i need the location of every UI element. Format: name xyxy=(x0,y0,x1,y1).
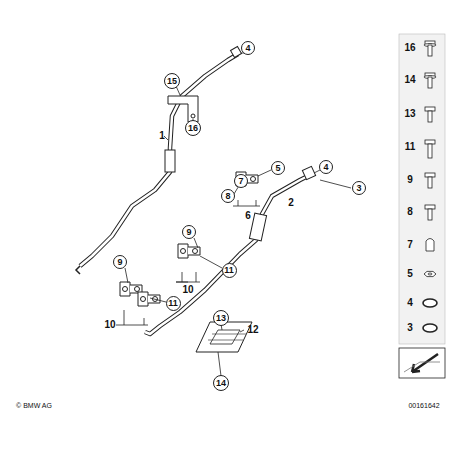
parts-list-number: 5 xyxy=(407,269,413,279)
parts-list-number: 14 xyxy=(404,75,415,85)
parts-list-number: 4 xyxy=(407,298,413,308)
callout-number: 9 xyxy=(186,228,191,237)
parts-list-number: 3 xyxy=(407,323,413,333)
callout-number: 4 xyxy=(323,163,328,172)
part-number: 2 xyxy=(288,198,294,208)
parts-list-number: 7 xyxy=(407,240,413,250)
callout-circle: 13 xyxy=(213,310,229,326)
callout-circle: 8 xyxy=(221,189,235,203)
callout-number: 5 xyxy=(275,164,280,173)
diagram-id: 00161642 xyxy=(408,402,439,409)
callout-number: 3 xyxy=(356,184,361,193)
callout-number: 15 xyxy=(167,77,177,86)
callout-circle: 9 xyxy=(182,225,196,239)
callout-number: 8 xyxy=(225,192,230,201)
part-number: 10 xyxy=(182,285,193,295)
callout-circle: 16 xyxy=(185,120,201,136)
parts-list-number: 9 xyxy=(407,175,413,185)
callout-number: 14 xyxy=(216,379,226,388)
callout-circle: 14 xyxy=(213,375,229,391)
parts-list-number: 16 xyxy=(404,43,415,53)
parts-list-number: 11 xyxy=(405,142,416,152)
part-number: 12 xyxy=(247,325,258,335)
part-number: 10 xyxy=(104,320,115,330)
callout-number: 9 xyxy=(117,258,122,267)
callout-circle: 11 xyxy=(222,263,237,278)
callout-number: 7 xyxy=(238,177,243,186)
callout-circle: 4 xyxy=(319,160,333,174)
callout-circle: 5 xyxy=(271,161,285,175)
parts-list-number: 8 xyxy=(407,207,413,217)
part-number: 1 xyxy=(159,131,165,141)
callout-circle: 3 xyxy=(352,181,366,195)
part-number: 6 xyxy=(245,211,251,221)
callout-circle: 9 xyxy=(113,255,127,269)
parts-list-number: 13 xyxy=(404,109,415,119)
callout-number: 4 xyxy=(245,44,250,53)
callout-number: 11 xyxy=(168,299,178,308)
callout-number: 13 xyxy=(216,314,226,323)
callout-circle: 7 xyxy=(234,174,248,188)
copyright-note: © BMW AG xyxy=(16,402,52,409)
callout-circle: 15 xyxy=(164,73,180,89)
callout-circle: 11 xyxy=(166,296,181,311)
callout-circle: 4 xyxy=(241,41,255,55)
callout-number: 11 xyxy=(224,266,234,275)
callout-number: 16 xyxy=(188,124,198,133)
